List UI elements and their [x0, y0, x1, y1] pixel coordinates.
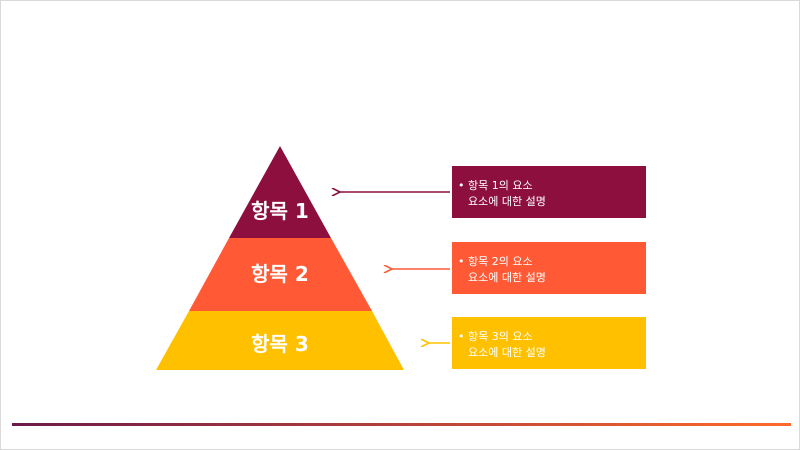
callout-2-description: 요소에 대한 설명: [468, 271, 546, 284]
tier-1-label: 항목 1: [251, 199, 309, 223]
bullet-icon: •: [458, 179, 465, 192]
callout-box-3: • 항목 3의 요소 요소에 대한 설명: [452, 317, 646, 369]
tier-3-label: 항목 3: [251, 332, 309, 356]
callout-box-1: • 항목 1의 요소 요소에 대한 설명: [452, 166, 646, 218]
callout-1-title: 항목 1의 요소: [468, 179, 533, 192]
pyramid-tier-2: [189, 238, 372, 311]
pyramid-tier-1: [229, 146, 331, 238]
tier-2-label: 항목 2: [251, 262, 309, 286]
callout-3-description: 요소에 대한 설명: [468, 346, 546, 359]
bullet-icon: •: [458, 330, 465, 343]
bullet-icon: •: [458, 255, 465, 268]
callout-1-description: 요소에 대한 설명: [468, 195, 546, 208]
bottom-gradient-bar: [12, 423, 791, 426]
callout-box-2: • 항목 2의 요소 요소에 대한 설명: [452, 242, 646, 294]
callout-3-title: 항목 3의 요소: [468, 330, 533, 343]
pyramid-tier-3: [156, 311, 404, 370]
callout-2-title: 항목 2의 요소: [468, 255, 533, 268]
